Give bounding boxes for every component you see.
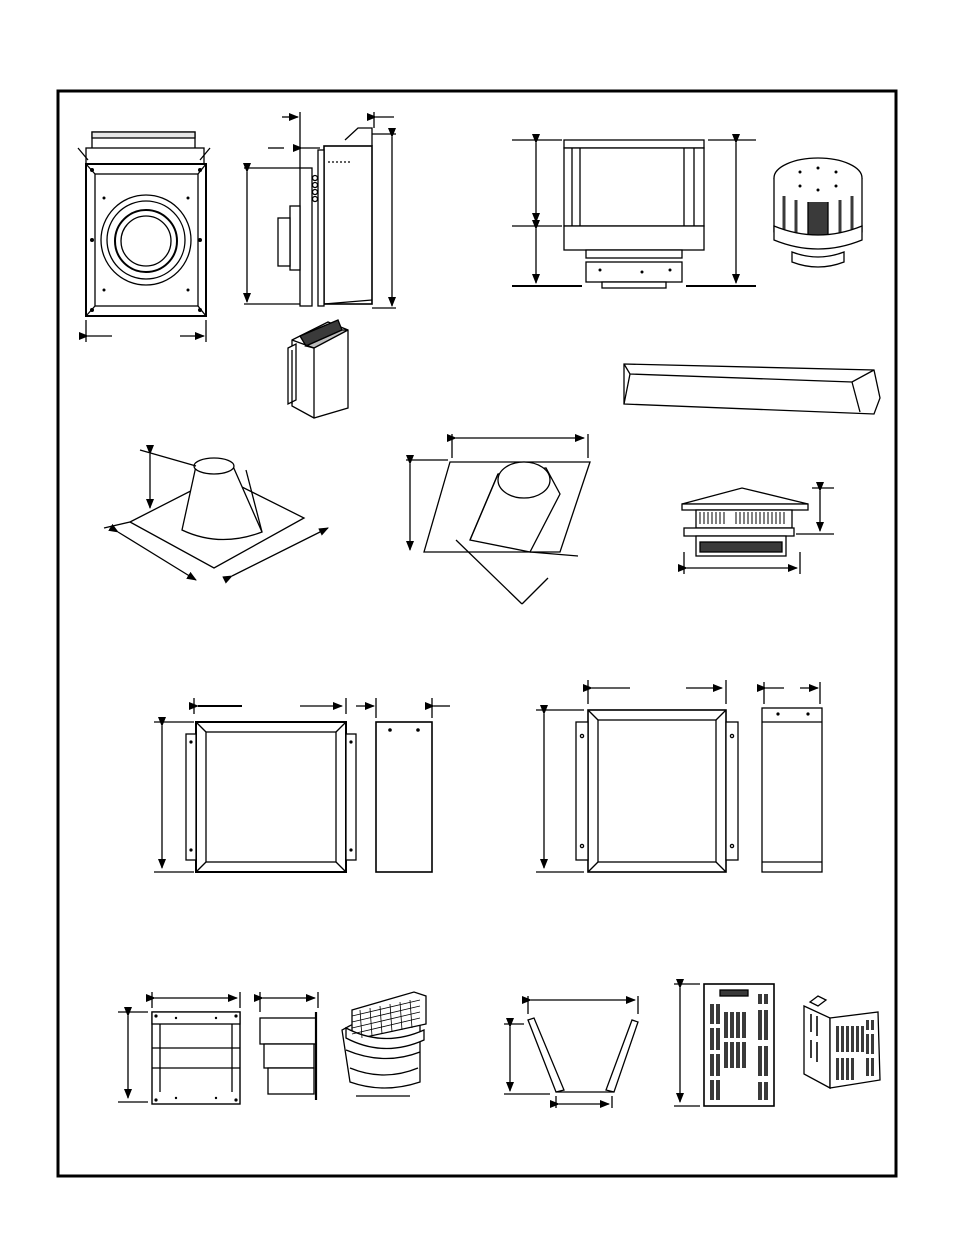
vent-hood-side-icon: [260, 992, 318, 1100]
louvered-panel-icon: [674, 984, 774, 1106]
vent-hood-3d-icon: [342, 992, 426, 1096]
wall-thimble-iso-icon: [288, 320, 348, 418]
roof-flashing-icon: [104, 450, 328, 580]
wall-thimble-icon: [78, 132, 210, 342]
louvered-panel-3d-icon: [804, 996, 880, 1088]
roof-bracket-icon: [624, 364, 880, 414]
firestop-side-icon: [356, 698, 450, 872]
firestop-large-icon: [536, 680, 738, 872]
chimney-cap-icon: [682, 488, 834, 574]
termination-cap-icon: [512, 140, 756, 288]
wall-thimble-side-icon: [244, 112, 396, 308]
heat-shield-icon: [504, 996, 638, 1108]
firestop-icon: [154, 698, 356, 872]
roof-flashing-slant-icon: [406, 434, 590, 604]
vent-hood-icon: [118, 992, 240, 1104]
termination-cap-3d-icon: [774, 158, 862, 267]
firestop-large-side-icon: [762, 682, 822, 872]
